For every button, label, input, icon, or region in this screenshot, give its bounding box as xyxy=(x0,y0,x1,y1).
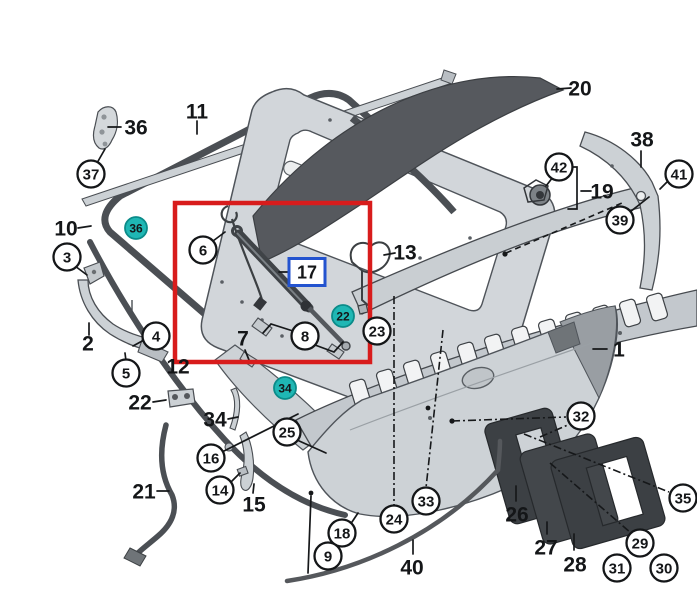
callout-circle[interactable] xyxy=(272,417,302,447)
callout-label: 15 xyxy=(242,494,266,517)
part-34-strip[interactable] xyxy=(229,387,241,431)
callout-36[interactable]: 36 xyxy=(124,216,148,240)
callout-14[interactable]: 14 xyxy=(205,475,235,505)
callout-22[interactable]: 22 xyxy=(128,392,151,415)
callout-37[interactable]: 37 xyxy=(76,159,106,189)
part-40-trim-strip-line[interactable] xyxy=(284,438,503,584)
callout-23[interactable]: 23 xyxy=(362,316,392,346)
callout-21[interactable]: 21 xyxy=(132,481,156,504)
callout-35[interactable]: 35 xyxy=(668,483,697,513)
callout-label: 38 xyxy=(630,129,654,152)
part-28-plate[interactable] xyxy=(549,436,667,551)
callout-label: 21 xyxy=(132,481,156,504)
part-20-spoiler[interactable] xyxy=(252,75,565,263)
part-36-bracket[interactable] xyxy=(92,106,118,150)
callout-teal-circle[interactable] xyxy=(124,216,148,240)
callout-label: 10 xyxy=(54,218,77,241)
leader-lines xyxy=(74,87,669,574)
callout-label: 20 xyxy=(568,78,591,101)
callout-circle[interactable] xyxy=(196,443,226,473)
callout-41[interactable]: 41 xyxy=(664,159,694,189)
callout-label: 11 xyxy=(186,101,209,124)
callout-circle[interactable] xyxy=(379,504,409,534)
callout-circle[interactable] xyxy=(188,235,218,265)
part-8-bracket-a[interactable] xyxy=(251,317,273,337)
callout-circle[interactable] xyxy=(327,518,357,548)
callout-38[interactable]: 38 xyxy=(630,129,654,152)
callout-label: 36 xyxy=(124,117,147,140)
part-12-seal[interactable] xyxy=(87,239,348,518)
callout-10[interactable]: 10 xyxy=(54,218,77,241)
callout-circle[interactable] xyxy=(544,152,574,182)
callout-8[interactable]: 8 xyxy=(290,321,320,351)
callout-selected-box[interactable] xyxy=(287,257,327,287)
callout-17[interactable]: 17 xyxy=(287,257,327,287)
callout-circle[interactable] xyxy=(566,401,596,431)
callout-6[interactable]: 6 xyxy=(188,235,218,265)
callout-20[interactable]: 20 xyxy=(568,78,591,101)
callout-label: 28 xyxy=(563,554,587,577)
callout-34[interactable]: 34 xyxy=(273,376,297,400)
callout-label: 40 xyxy=(400,557,423,580)
callout-3[interactable]: 3 xyxy=(52,242,82,272)
callout-36[interactable]: 36 xyxy=(124,117,147,140)
callout-4[interactable]: 4 xyxy=(141,321,171,351)
callout-32[interactable]: 32 xyxy=(566,401,596,431)
part-21-drain-hose[interactable] xyxy=(123,422,178,567)
callout-circle[interactable] xyxy=(313,541,343,571)
callout-30[interactable]: 30 xyxy=(649,553,679,583)
callout-circle[interactable] xyxy=(290,321,320,351)
callout-label: 22 xyxy=(128,392,151,415)
callout-circle[interactable] xyxy=(141,321,171,351)
callout-circle[interactable] xyxy=(362,316,392,346)
callout-5[interactable]: 5 xyxy=(111,358,141,388)
callout-15[interactable]: 15 xyxy=(242,494,266,517)
callout-circle[interactable] xyxy=(649,553,679,583)
callout-teal-circle[interactable] xyxy=(331,304,355,328)
callout-33[interactable]: 33 xyxy=(411,486,441,516)
callout-28[interactable]: 28 xyxy=(563,554,587,577)
callout-teal-circle[interactable] xyxy=(273,376,297,400)
callout-circle[interactable] xyxy=(52,242,82,272)
part-13-wiring[interactable] xyxy=(349,241,391,307)
callout-circle[interactable] xyxy=(664,159,694,189)
part-22-striker[interactable] xyxy=(167,388,196,408)
callout-circle[interactable] xyxy=(668,483,697,513)
callout-9[interactable]: 9 xyxy=(313,541,343,571)
callout-22[interactable]: 22 xyxy=(331,304,355,328)
assembly-axis-lines xyxy=(393,202,670,534)
callout-11[interactable]: 11 xyxy=(186,101,209,124)
callout-2[interactable]: 2 xyxy=(82,333,94,356)
callout-circle[interactable] xyxy=(605,205,635,235)
callout-29[interactable]: 29 xyxy=(625,528,655,558)
callout-circle[interactable] xyxy=(205,475,235,505)
callout-40[interactable]: 40 xyxy=(400,557,423,580)
callout-31[interactable]: 31 xyxy=(602,553,632,583)
callout-circle[interactable] xyxy=(111,358,141,388)
callout-42[interactable]: 42 xyxy=(544,152,574,182)
callout-circle[interactable] xyxy=(76,159,106,189)
part-42-hinge-mechanism[interactable] xyxy=(523,179,551,206)
callout-16[interactable]: 16 xyxy=(196,443,226,473)
callout-39[interactable]: 39 xyxy=(605,205,635,235)
callout-label: 2 xyxy=(82,333,94,356)
part-15-strip[interactable] xyxy=(239,431,255,491)
highlight-region xyxy=(172,200,373,365)
callout-24[interactable]: 24 xyxy=(379,504,409,534)
callout-25[interactable]: 25 xyxy=(272,417,302,447)
callout-circle[interactable] xyxy=(602,553,632,583)
part-23-bracket[interactable] xyxy=(357,303,369,315)
callout-circle[interactable] xyxy=(625,528,655,558)
callout-circle[interactable] xyxy=(411,486,441,516)
